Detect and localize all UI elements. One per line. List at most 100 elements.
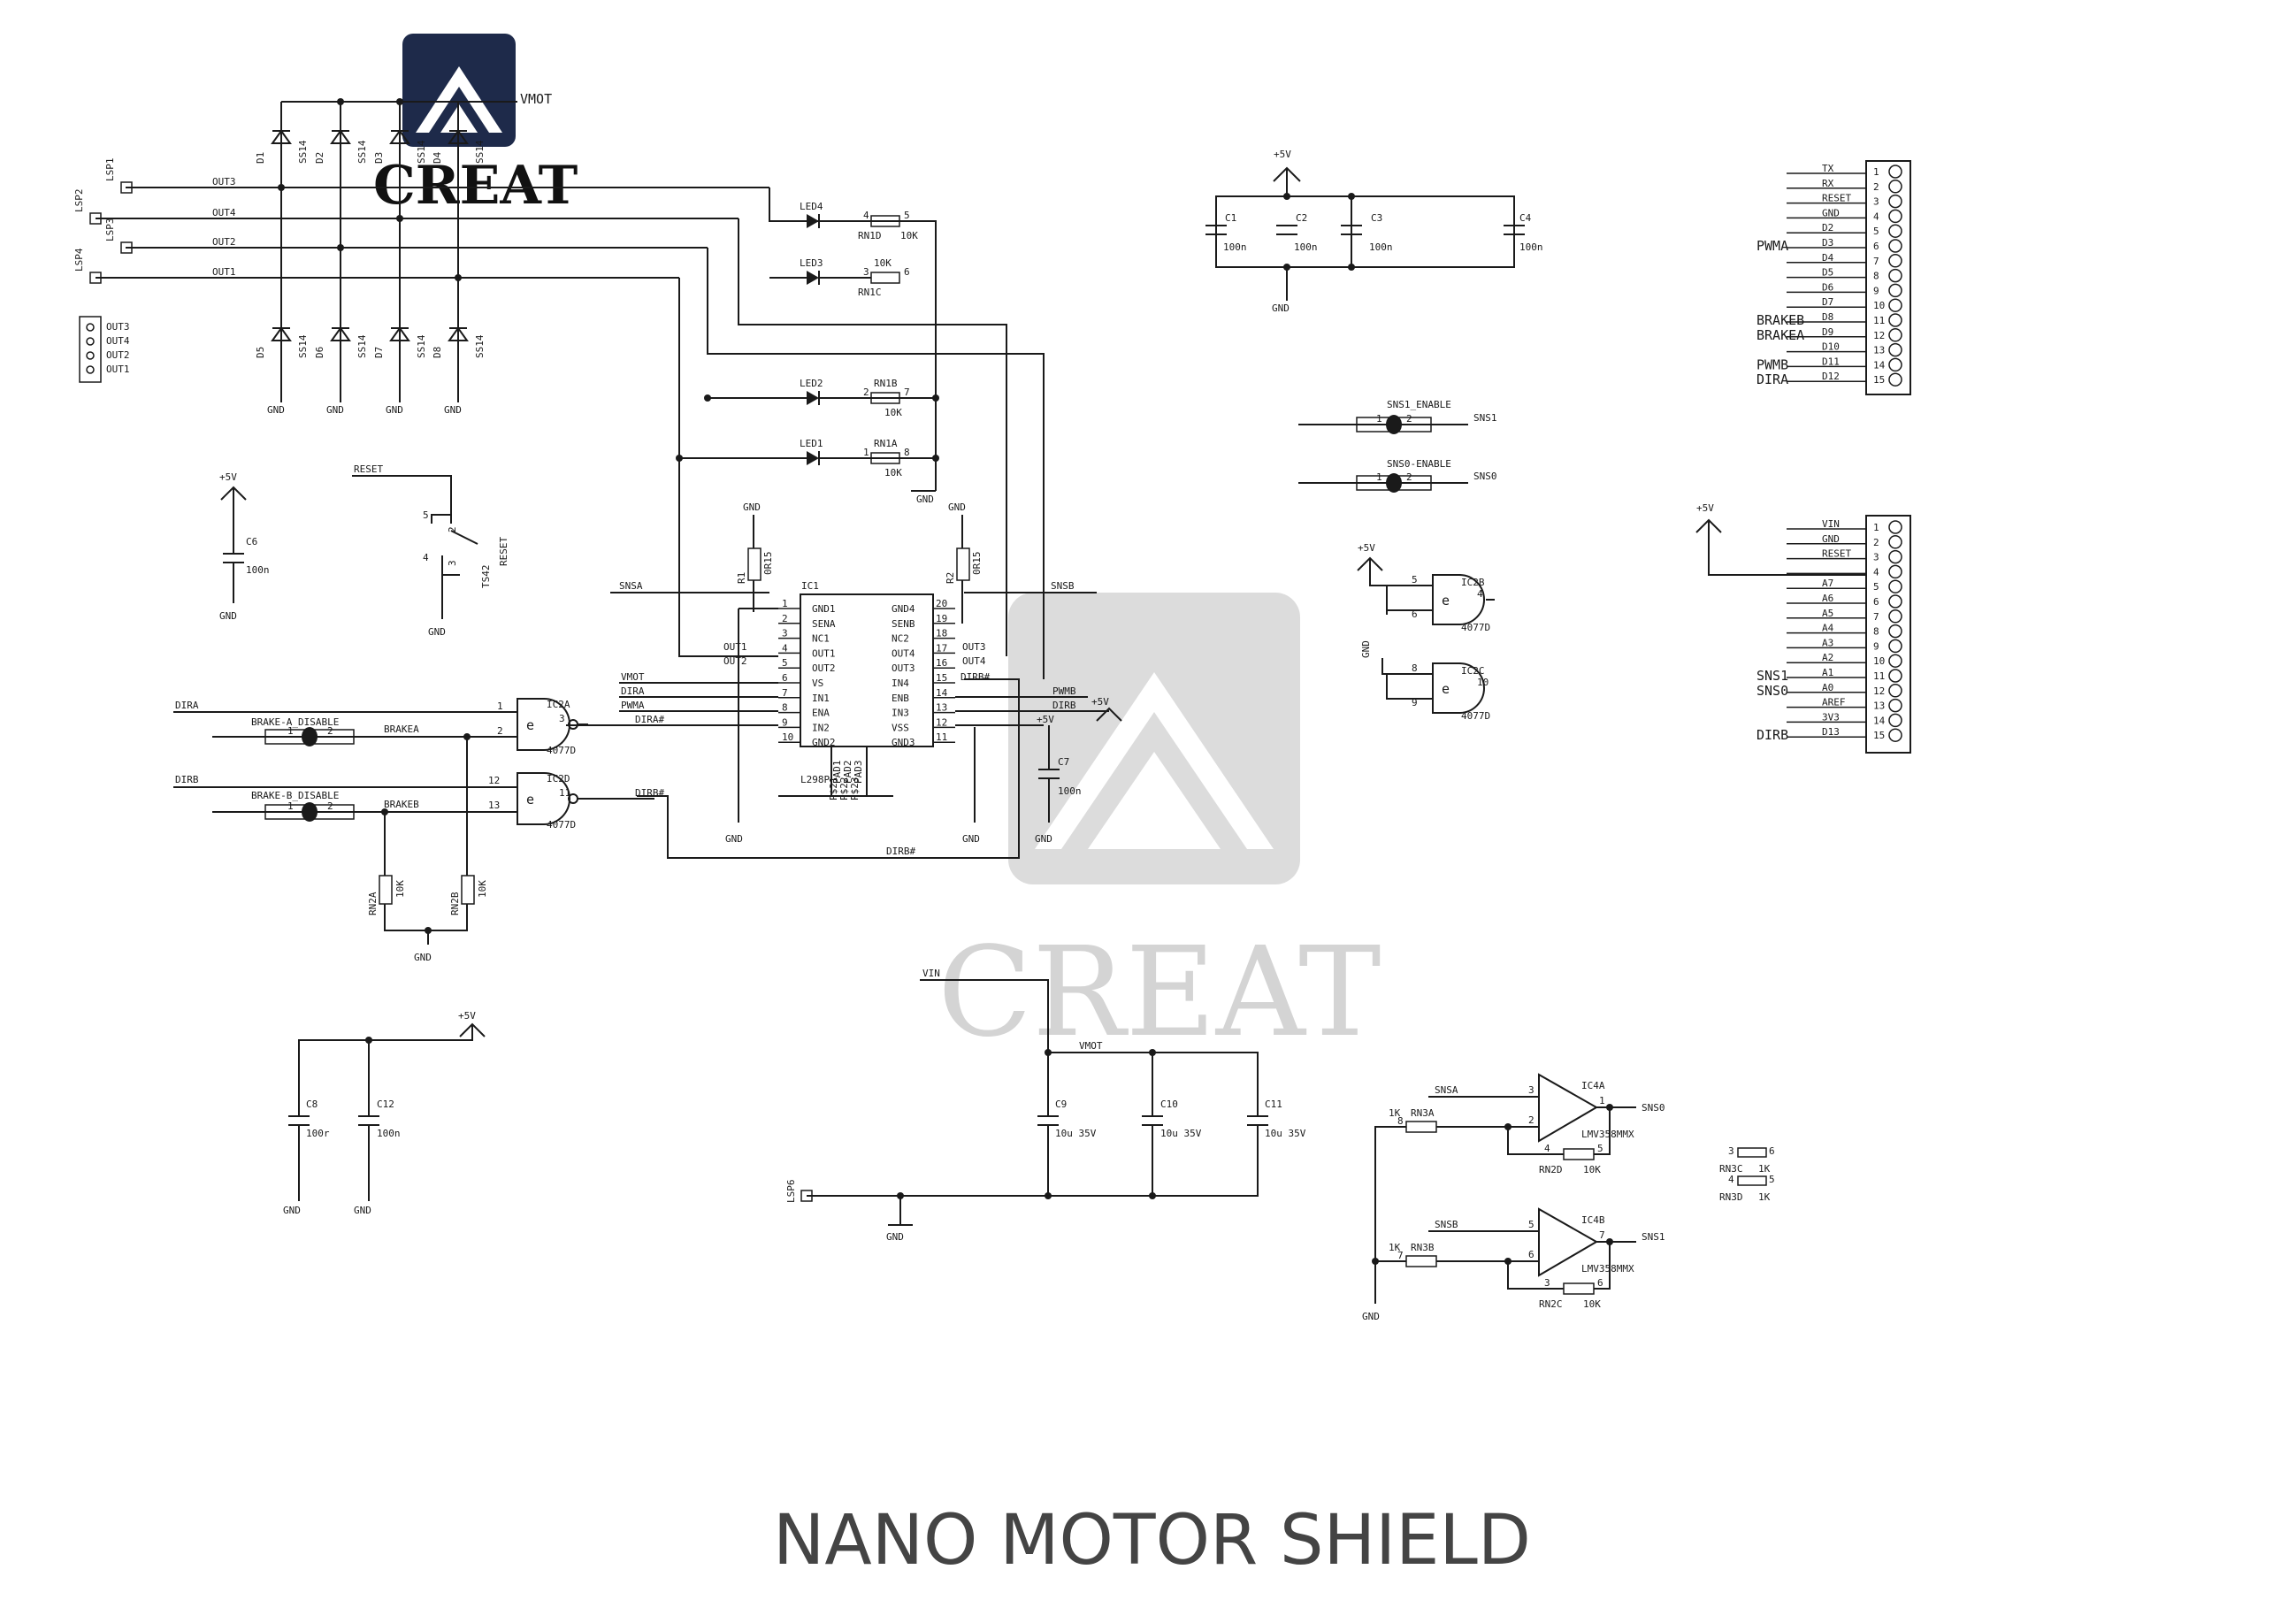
svg-text:GND: GND — [1272, 302, 1290, 314]
ic1-pin-number: 7 — [782, 687, 788, 699]
svg-text:1K: 1K — [1758, 1191, 1771, 1203]
svg-text:13: 13 — [488, 800, 500, 811]
ic1-pin-name: OUT3 — [892, 662, 915, 674]
svg-text:+5V: +5V — [1696, 502, 1714, 514]
svg-text:RN2B: RN2B — [449, 892, 461, 915]
header-bottom-pin-15 — [1888, 728, 1902, 742]
svg-text:OUT3: OUT3 — [106, 321, 130, 333]
header-top-pin-name: RX — [1822, 178, 1834, 189]
svg-text:RESET: RESET — [498, 537, 509, 566]
svg-text:PWMB: PWMB — [1052, 685, 1076, 697]
svg-text:L298P: L298P — [800, 774, 830, 785]
svg-text:3: 3 — [1728, 1145, 1734, 1157]
svg-text:4: 4 — [1477, 588, 1483, 600]
svg-text:RN1D: RN1D — [858, 230, 882, 241]
header-top-pin-9 — [1888, 283, 1902, 298]
svg-text:TS42: TS42 — [480, 565, 492, 589]
svg-text:OUT2: OUT2 — [106, 349, 130, 361]
svg-text:10u 35V: 10u 35V — [1055, 1128, 1097, 1139]
svg-text:10K: 10K — [1583, 1164, 1601, 1175]
ic1-pin-number: 14 — [936, 687, 948, 699]
header-bottom-pin-2 — [1888, 535, 1902, 549]
ic1-pin-number: 13 — [936, 702, 947, 714]
svg-text:RN3D: RN3D — [1719, 1191, 1743, 1203]
svg-text:D3: D3 — [373, 152, 385, 164]
header-bottom-pin-name: VIN — [1822, 518, 1840, 530]
svg-text:1K: 1K — [1389, 1242, 1401, 1253]
header-top-net-label: PWMA — [1756, 238, 1788, 254]
svg-text:DIRA: DIRA — [175, 700, 199, 711]
header-top-pin-15 — [1888, 372, 1902, 387]
ic1-pin-number: 17 — [936, 642, 947, 654]
ic1-pin-number: 1 — [782, 598, 788, 609]
svg-text:GND: GND — [725, 833, 743, 845]
svg-text:1K: 1K — [1758, 1163, 1771, 1175]
svg-text:VMOT: VMOT — [1079, 1040, 1103, 1052]
ic1-pin-name: VSS — [892, 722, 909, 733]
ic1-wiring: SNSA SNSB GND R1 0R15 GND R2 0R15 GND GN… — [566, 501, 1122, 859]
ic1-pin-number: 2 — [782, 613, 788, 624]
header-top-pin-name: D11 — [1822, 356, 1840, 367]
svg-text:SS14: SS14 — [474, 334, 486, 358]
svg-text:GND: GND — [414, 952, 432, 963]
svg-text:e: e — [526, 717, 534, 733]
svg-text:LED2: LED2 — [800, 378, 823, 389]
svg-text:D4: D4 — [432, 151, 443, 164]
header-top-pin-12 — [1888, 328, 1902, 342]
svg-text:+5V: +5V — [1091, 696, 1109, 708]
header-bottom-pin-14 — [1888, 713, 1902, 728]
svg-text:SNSB: SNSB — [1435, 1219, 1458, 1230]
header-bottom-pin-3 — [1888, 549, 1902, 564]
svg-text:11: 11 — [559, 787, 570, 799]
ic1-pin-name: VS — [812, 678, 823, 689]
svg-text:RN1A: RN1A — [874, 438, 898, 449]
header-bottom-pin-6 — [1888, 594, 1902, 609]
ic1-pin-number: 12 — [936, 716, 947, 728]
svg-text:3: 3 — [863, 266, 869, 278]
header-bottom-pin-number: 11 — [1873, 670, 1885, 682]
creat-logo: CREAT — [373, 34, 578, 217]
svg-text:0R15: 0R15 — [971, 552, 983, 576]
header-top-pin-name: TX — [1822, 163, 1834, 174]
svg-text:BRAKE-B_DISABLE: BRAKE-B_DISABLE — [251, 790, 339, 801]
svg-text:SS14: SS14 — [416, 334, 427, 358]
header-bottom-pin-12 — [1888, 684, 1902, 698]
ic1-pin-name: GND1 — [812, 603, 836, 615]
svg-text:1: 1 — [287, 800, 294, 812]
svg-text:100r: 100r — [306, 1128, 330, 1139]
header-bottom-pin-number: 13 — [1873, 700, 1885, 712]
svg-text:1: 1 — [497, 700, 503, 712]
svg-text:4077D: 4077D — [1461, 710, 1490, 722]
svg-text:3: 3 — [559, 713, 565, 724]
svg-text:10u 35V: 10u 35V — [1265, 1128, 1306, 1139]
svg-text:DIRA: DIRA — [621, 685, 645, 697]
svg-text:D5: D5 — [255, 347, 266, 358]
connector-lsp3: LSP3 — [104, 218, 133, 254]
svg-text:5: 5 — [904, 210, 910, 221]
svg-text:GND: GND — [267, 404, 285, 416]
output-header: OUT3 OUT4 OUT2 OUT1 — [79, 316, 130, 383]
svg-text:GND: GND — [1362, 1311, 1380, 1322]
ic1-pin-number: 3 — [782, 628, 788, 639]
svg-text:7: 7 — [904, 387, 910, 398]
svg-text:PAD1: PAD1 — [831, 761, 843, 785]
svg-text:OUT2: OUT2 — [723, 655, 747, 667]
svg-text:D8: D8 — [432, 347, 443, 358]
vmot-label-top: VMOT — [520, 91, 552, 107]
svg-text:LED1: LED1 — [800, 438, 823, 449]
header-bottom-pin-number: 14 — [1873, 715, 1886, 726]
spare-gates: +5V e IC2B 4077D 5 6 4 GND e IC2C 4077D … — [1357, 542, 1495, 722]
logo-text: CREAT — [373, 155, 578, 217]
svg-text:SNS0: SNS0 — [1642, 1102, 1665, 1114]
diode-d6: D6 SS14 GND — [314, 326, 368, 416]
svg-text:SNS0: SNS0 — [1473, 471, 1497, 482]
header-bottom-pin-number: 4 — [1873, 566, 1879, 578]
